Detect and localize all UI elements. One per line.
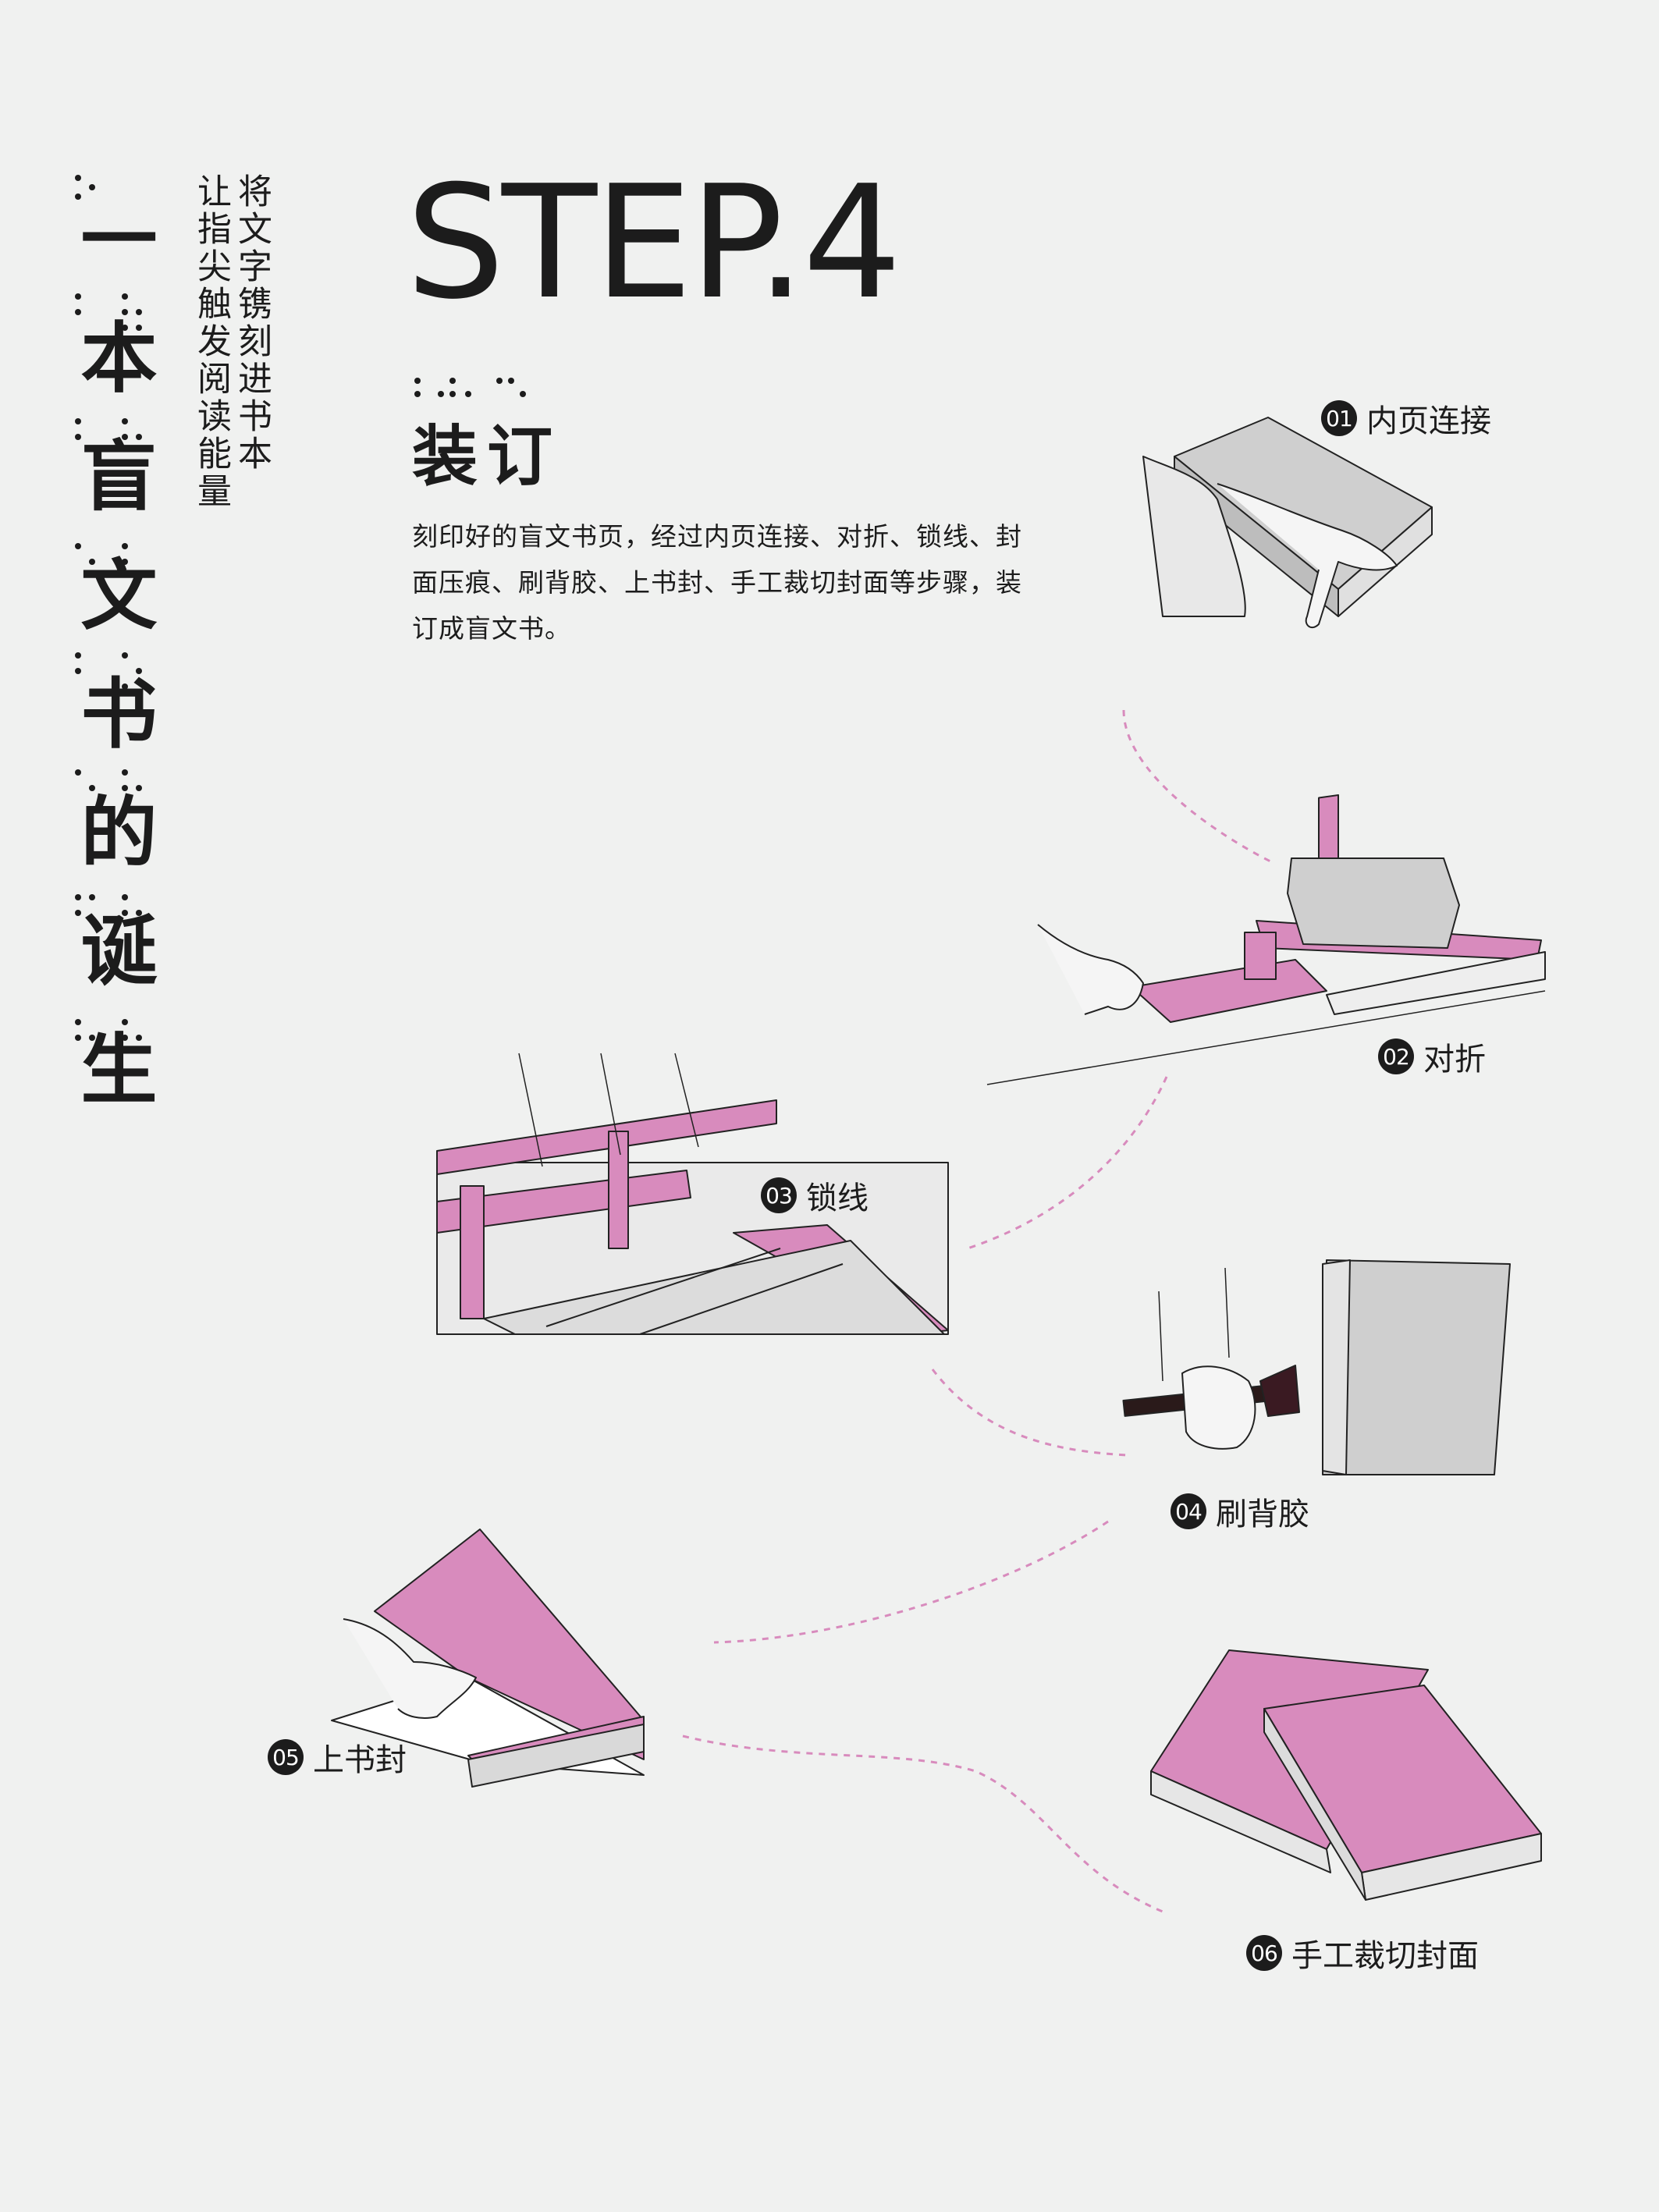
title-char: 诞: [80, 907, 158, 996]
step-number-badge: 02: [1378, 1039, 1414, 1074]
step-label-04: 04 刷背胶: [1171, 1489, 1309, 1534]
flow-arrows: [682, 709, 1273, 1913]
step-label-text: 刷背胶: [1216, 1497, 1309, 1532]
title-char: 盲: [80, 433, 158, 522]
title-char: 本: [80, 314, 158, 403]
step-label-text: 内页连接: [1366, 403, 1491, 439]
title-char: 的: [80, 789, 158, 878]
title-char: 文: [80, 552, 158, 641]
vertical-title: 一 本 盲 文 书 的 诞 生: [74, 176, 164, 1124]
step-label-02: 02 对折: [1378, 1034, 1486, 1079]
step-number-badge: 04: [1171, 1493, 1206, 1529]
illustration-sewing: [436, 1053, 949, 1335]
step-label-06: 06 手工裁切封面: [1246, 1930, 1479, 1976]
step-number-badge: 05: [268, 1739, 304, 1775]
step-label-text: 锁线: [806, 1181, 869, 1216]
step-number-badge: 06: [1246, 1935, 1282, 1971]
step-number-badge: 01: [1321, 400, 1357, 436]
step-label-01: 01 内页连接: [1321, 396, 1491, 441]
description: 刻印好的盲文书页，经过内页连接、对折、锁线、封面压痕、刷背胶、上书封、手工裁切封…: [412, 521, 1022, 644]
illustration-folding: [986, 794, 1546, 1085]
step-label-text: 手工裁切封面: [1291, 1938, 1479, 1974]
step-label-03: 03 锁线: [761, 1173, 869, 1218]
step-label-text: 对折: [1423, 1042, 1486, 1078]
step-label-05: 05 上书封: [268, 1734, 407, 1780]
step-title: STEP.4: [406, 152, 902, 334]
step-label-text: 上书封: [313, 1742, 407, 1778]
section-title: 装订: [412, 418, 563, 495]
illustration-page-connection: [1142, 417, 1433, 629]
title-char: 生: [80, 1026, 158, 1115]
step-number-badge: 03: [761, 1177, 797, 1213]
title-char: 书: [80, 670, 158, 759]
illustration-books: [1150, 1649, 1542, 1901]
subtitle-line-1: 将文字镌刻进书本: [232, 173, 272, 473]
subtitle-line-2: 让指尖触发阅读能量: [191, 173, 231, 510]
title-char: 一: [80, 196, 158, 285]
illustration-cover: [331, 1529, 645, 1788]
illustration-glue: [1122, 1259, 1511, 1475]
